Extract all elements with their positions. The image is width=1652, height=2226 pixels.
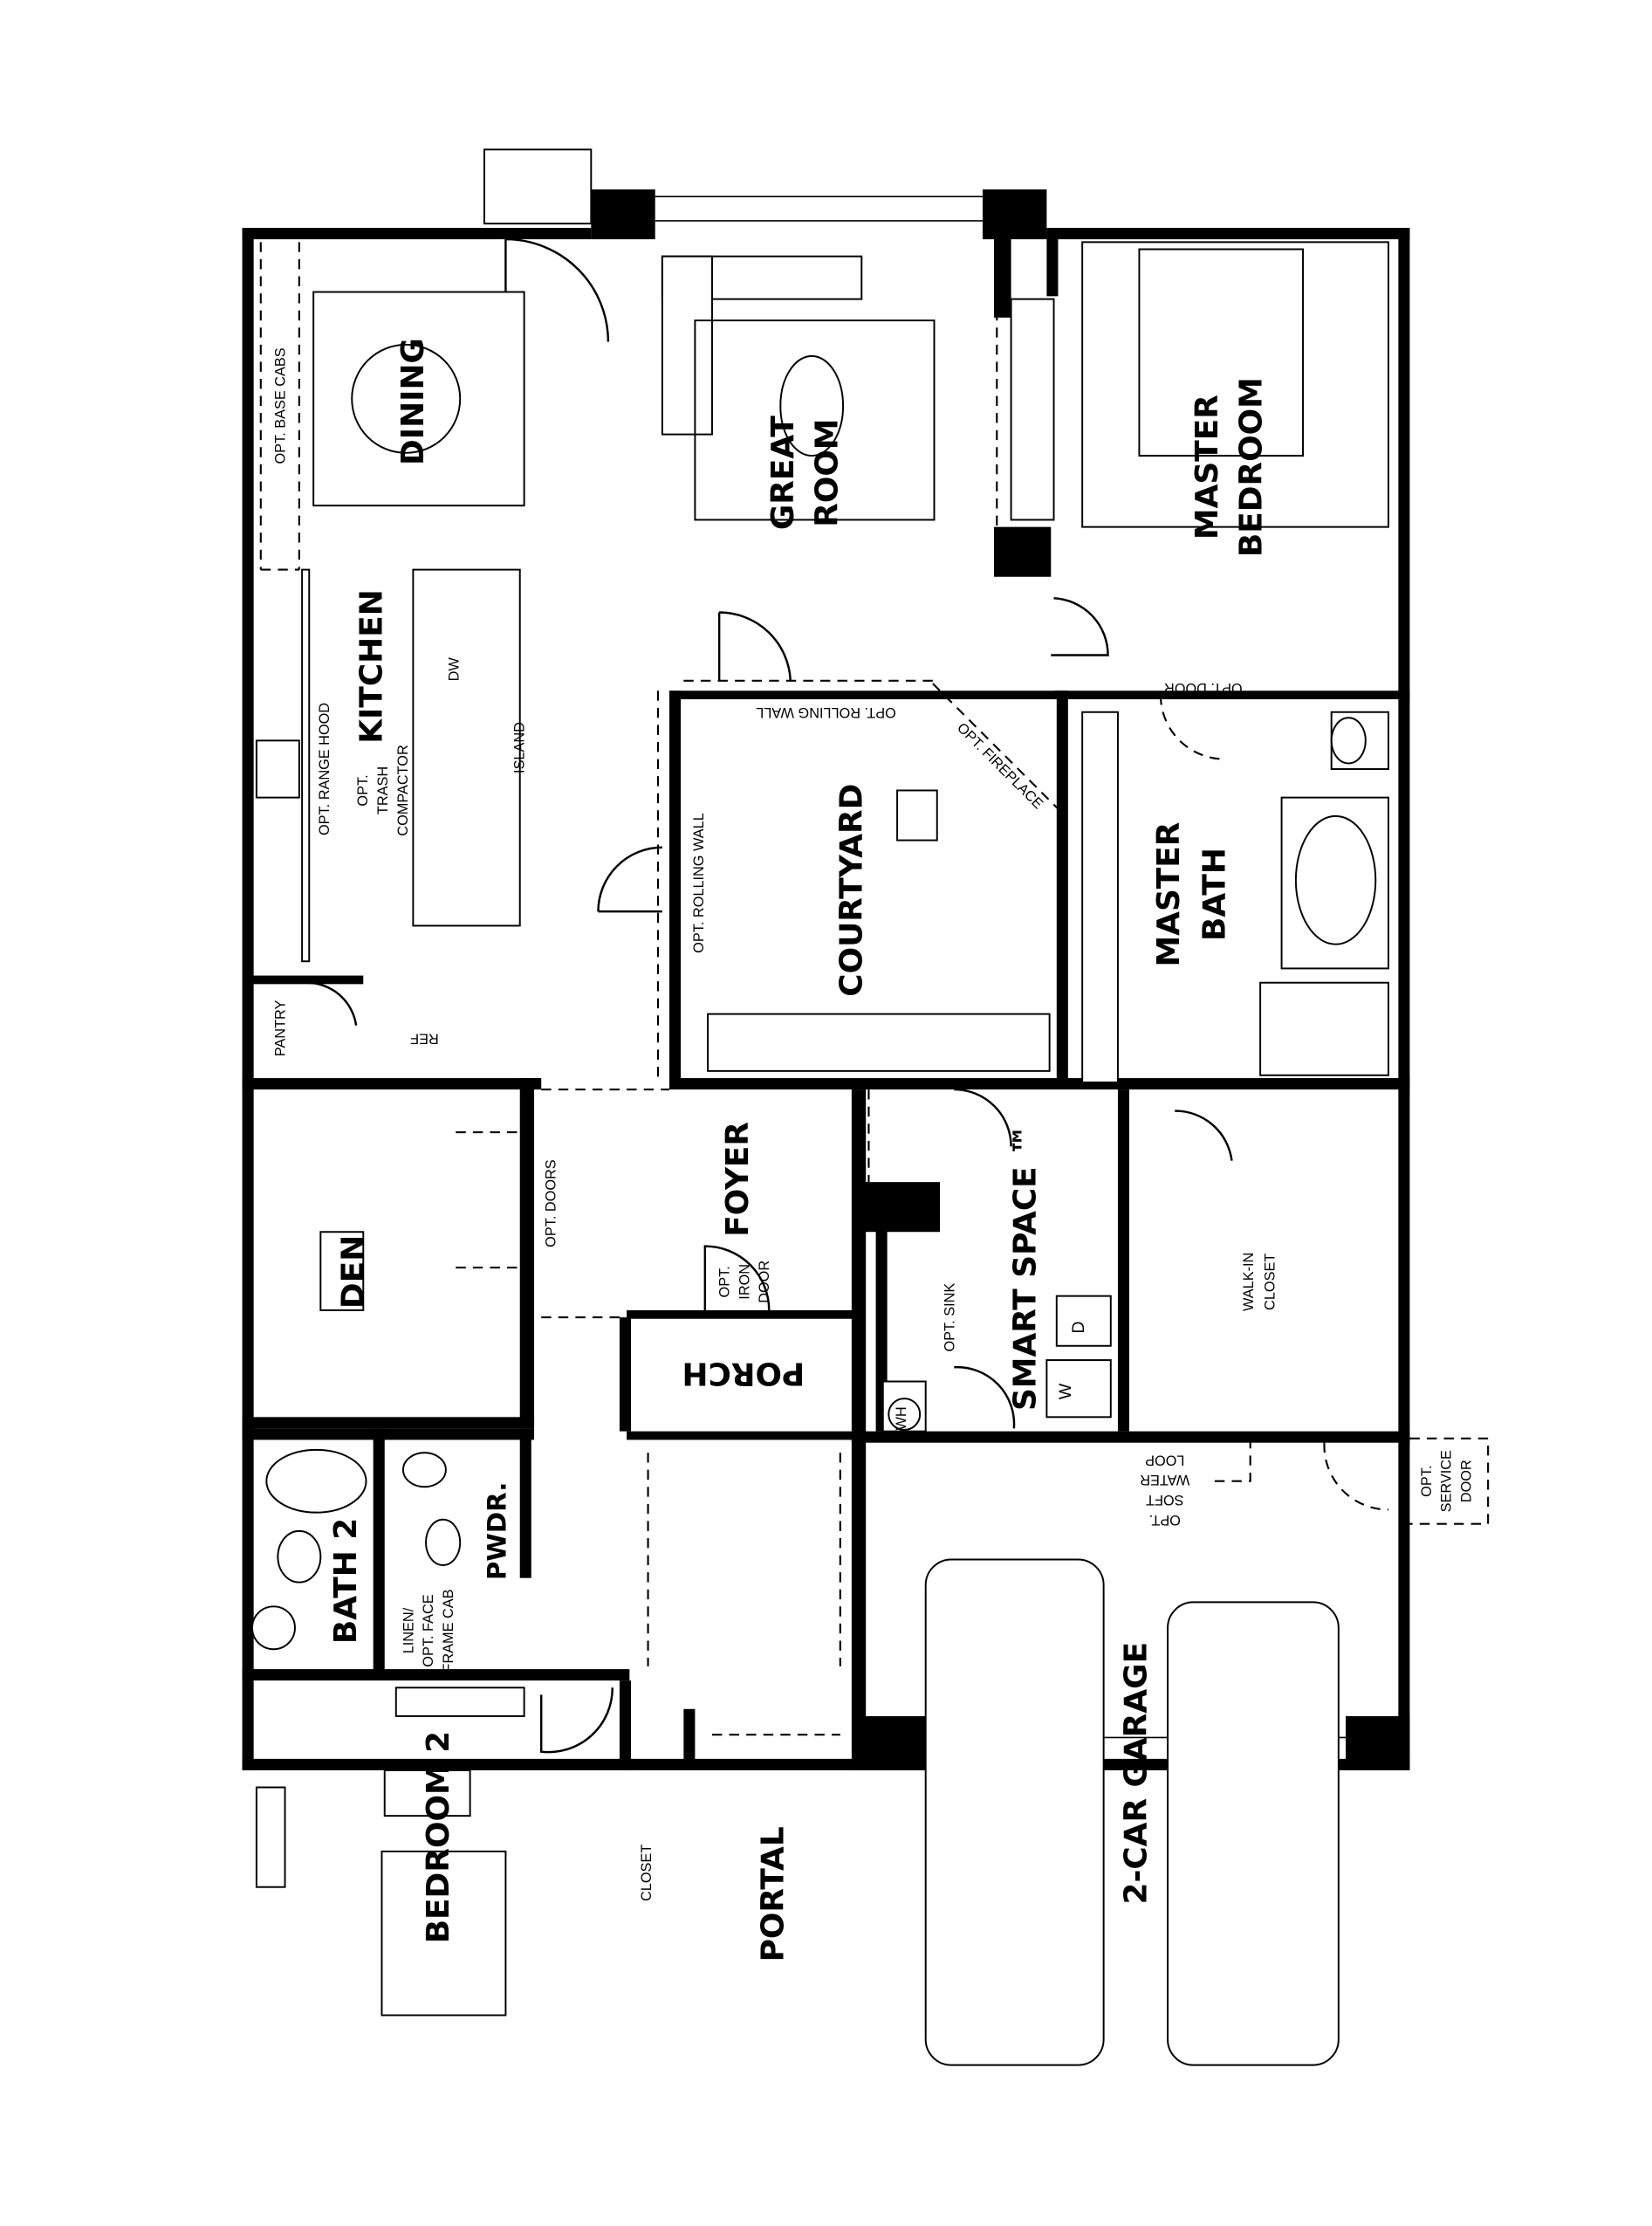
optional-lines — [259, 242, 1490, 1736]
note-opt-range-hood: OPT. RANGE HOOD — [317, 703, 332, 835]
note-opt: OPT. — [355, 774, 371, 806]
label-kitchen: KITCHEN — [353, 589, 389, 744]
label-smart-space: SMART SPACE ™ — [1007, 1124, 1043, 1411]
note-wh: WH — [894, 1406, 909, 1430]
note-opt-base-cabs: OPT. BASE CABS — [273, 347, 289, 464]
label-powder: PWDR. — [482, 1482, 511, 1581]
note-opt-sink: OPT. SINK — [942, 1283, 957, 1352]
label-portal: PORTAL — [756, 1826, 792, 1961]
note-opt-door: OPT. DOOR — [1164, 680, 1243, 696]
interior-walls — [242, 231, 1410, 1770]
label-walk-in: WALK-IN — [1241, 1253, 1257, 1311]
doors — [305, 237, 1233, 1754]
note-linen: LINEN/ — [401, 1607, 416, 1653]
label-foyer: FOYER — [720, 1122, 756, 1237]
note-water: WATER — [1140, 1472, 1189, 1487]
note-iron-opt: OPT. — [717, 1266, 733, 1297]
label-master-bedroom-2: BEDROOM — [1234, 377, 1270, 557]
note-soft-opt: OPT. — [1149, 1512, 1181, 1528]
note-soft: SOFT — [1146, 1492, 1184, 1508]
note-island: ISLAND — [512, 722, 528, 773]
note-loop: LOOP — [1145, 1452, 1184, 1467]
label-pantry: PANTRY — [273, 1000, 289, 1057]
room-labels: DINING GREAT ROOM MASTER BEDROOM KITCHEN… — [273, 338, 1278, 1961]
label-master-bedroom: MASTER — [1189, 395, 1225, 539]
label-dining: DINING — [395, 338, 431, 465]
note-dw: DW — [447, 657, 463, 682]
note-iron-door: DOOR — [757, 1261, 772, 1303]
label-master-bath: MASTER — [1151, 822, 1187, 967]
note-dryer: D — [1069, 1321, 1088, 1333]
label-porch: PORCH — [682, 1355, 805, 1391]
label-bath-2: BATH 2 — [328, 1518, 364, 1644]
note-washer: W — [1056, 1383, 1075, 1399]
chimney — [483, 148, 593, 225]
label-den: DEN — [335, 1235, 371, 1309]
label-courtyard: COURTYARD — [833, 784, 869, 997]
note-iron: IRON — [737, 1264, 752, 1300]
dining-table — [351, 343, 462, 454]
note-frame-cab: FRAME CAB — [441, 1589, 456, 1672]
note-service: SERVICE — [1439, 1450, 1455, 1512]
note-service-opt: OPT. — [1419, 1466, 1435, 1497]
label-master-bath-2: BATH — [1196, 848, 1232, 941]
note-compactor: COMPACTOR — [395, 745, 411, 836]
label-bedroom-2: BEDROOM 2 — [421, 1731, 456, 1943]
label-closet-walk-in: CLOSET — [1262, 1254, 1278, 1310]
note-trash: TRASH — [375, 766, 391, 814]
exterior-walls — [242, 189, 1410, 1817]
label-great-room: GREAT — [765, 416, 801, 531]
note-opt-rolling-wall-left: OPT. ROLLING WALL — [691, 813, 707, 953]
note-opt-face: OPT. FACE — [421, 1594, 436, 1666]
label-closet: CLOSET — [639, 1845, 655, 1901]
note-opt-rolling-wall-top: OPT. ROLLING WALL — [756, 704, 896, 720]
furniture — [251, 241, 1389, 2066]
label-garage: 2-CAR GARAGE — [1119, 1642, 1155, 1905]
note-service-door: DOOR — [1459, 1460, 1475, 1502]
note-opt-fireplace: OPT. FIREPLACE — [954, 720, 1046, 813]
note-ref: REF — [410, 1030, 439, 1046]
label-great-room-2: ROOM — [810, 418, 846, 526]
note-opt-doors: OPT. DOORS — [544, 1159, 559, 1247]
